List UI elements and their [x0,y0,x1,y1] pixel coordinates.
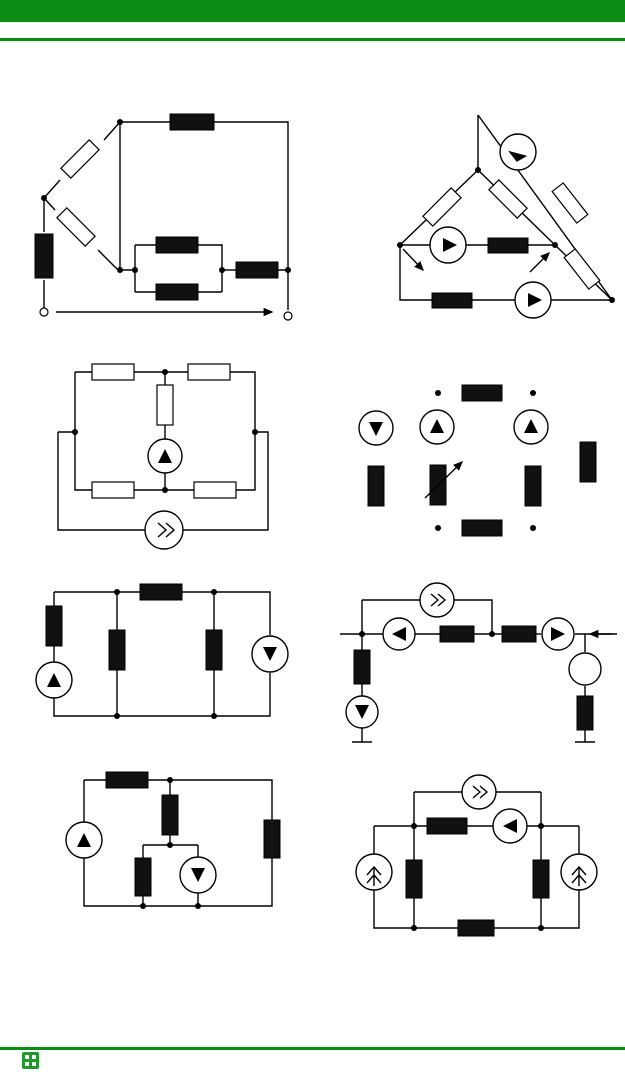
resistor [422,187,462,227]
resistor [235,261,279,279]
resistor [91,363,135,381]
resistor [524,465,542,507]
resistor [461,384,503,402]
resistor [576,695,594,731]
circuit-2 [397,114,615,319]
circuit-3 [57,363,269,550]
header-rule [0,38,625,41]
voltage-source [568,652,602,686]
resistor [139,583,183,601]
resistor [353,649,371,685]
resistor [56,207,96,247]
resistor [532,859,550,899]
header-bar [0,0,625,22]
resistor [405,859,423,899]
resistor [155,283,199,301]
current-source [499,133,537,171]
resistor [488,179,528,219]
circuit-4 [358,384,597,537]
circuit-7 [65,771,281,909]
resistor [45,605,63,647]
resistor [426,817,468,835]
circuit-5 [35,583,289,719]
resistor [169,113,215,131]
resistor [34,233,54,279]
resistor [187,363,231,381]
resistor [551,182,589,224]
resistor [367,465,385,507]
circuit-8 [355,774,598,937]
resistor [105,771,149,789]
resistor [60,139,100,179]
resistor [91,481,135,499]
resistor [193,481,237,499]
resistor [155,236,199,254]
resistor [156,384,174,426]
resistor [205,629,223,671]
resistor [134,857,152,897]
circuit-6 [340,582,617,743]
resistor [161,794,179,836]
resistor [431,292,473,309]
resistor [461,519,503,537]
footer-rule [0,1047,625,1050]
resistor [439,625,475,643]
dependent-source [144,510,184,550]
book-logo-icon [22,1052,39,1069]
resistor [579,441,597,483]
resistor [563,248,601,290]
resistor [501,625,537,643]
circuit-1 [34,113,293,321]
resistor [108,629,126,671]
resistor [487,237,529,254]
resistor [457,919,495,937]
resistor [263,819,281,859]
